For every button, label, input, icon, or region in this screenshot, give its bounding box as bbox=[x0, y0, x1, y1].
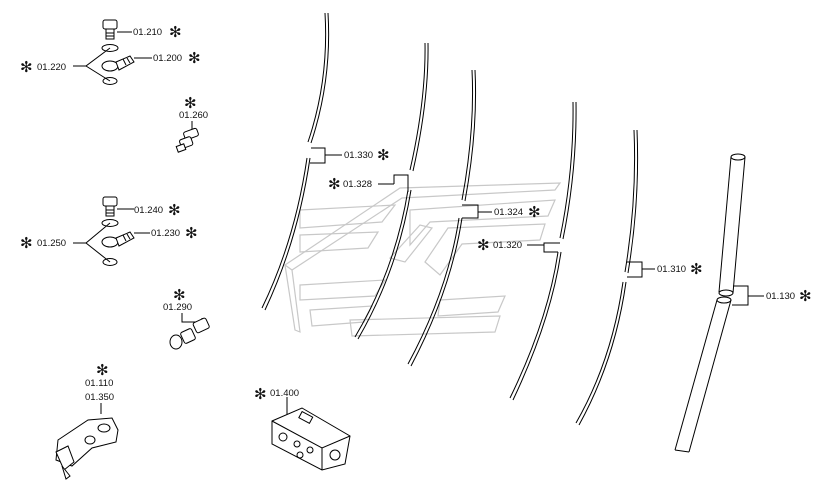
label-01-130: 01.130 bbox=[766, 291, 795, 302]
asterisk-01-260: ✻ bbox=[184, 94, 197, 112]
asterisk-01-220: ✻ bbox=[20, 58, 33, 76]
label-01-310: 01.310 bbox=[657, 264, 686, 275]
label-01-220: 01.220 bbox=[37, 62, 66, 73]
asterisk-01-320: ✻ bbox=[477, 236, 490, 254]
asterisk-01-328: ✻ bbox=[328, 175, 341, 193]
label-01-330: 01.330 bbox=[344, 150, 373, 161]
hose-01-328 bbox=[354, 42, 429, 340]
asterisk-01-250: ✻ bbox=[20, 234, 33, 252]
label-01-350: 01.350 bbox=[85, 392, 114, 403]
valve-block-01-400 bbox=[271, 397, 351, 471]
asterisk-01-310: ✻ bbox=[690, 260, 703, 278]
banjo-fitting-01-230 bbox=[101, 231, 135, 248]
banjo-bolt-01-240 bbox=[102, 196, 118, 217]
asterisk-01-240: ✻ bbox=[168, 201, 181, 219]
label-01-250: 01.250 bbox=[37, 238, 66, 249]
asterisk-01-230: ✻ bbox=[185, 224, 198, 242]
watermark-logo bbox=[283, 182, 562, 337]
asterisk-01-290: ✻ bbox=[173, 286, 186, 304]
banjo-bolt-01-210 bbox=[102, 19, 118, 40]
hose-01-324 bbox=[407, 69, 477, 367]
valve-body-01-350 bbox=[55, 403, 119, 480]
label-01-320: 01.320 bbox=[493, 240, 522, 251]
label-01-400: 01.400 bbox=[270, 388, 299, 399]
hose-01-330 bbox=[261, 12, 330, 311]
hose-01-130 bbox=[674, 153, 746, 453]
label-01-230: 01.230 bbox=[151, 228, 180, 239]
label-01-110: 01.110 bbox=[85, 378, 113, 389]
union-01-260 bbox=[175, 121, 199, 153]
hose-01-320 bbox=[509, 101, 577, 401]
label-01-290: 01.290 bbox=[163, 302, 192, 313]
asterisk-01-324: ✻ bbox=[528, 203, 541, 221]
union-01-290 bbox=[169, 313, 210, 350]
asterisk-01-210: ✻ bbox=[169, 23, 182, 41]
hose-01-310 bbox=[575, 129, 639, 426]
label-01-324: 01.324 bbox=[494, 207, 523, 218]
asterisk-01-110: ✻ bbox=[96, 361, 109, 379]
asterisk-01-200: ✻ bbox=[188, 49, 201, 67]
label-01-240: 01.240 bbox=[134, 205, 163, 216]
asterisk-01-400: ✻ bbox=[254, 385, 267, 403]
banjo-fitting-01-200 bbox=[101, 55, 135, 72]
label-01-210: 01.210 bbox=[133, 27, 162, 38]
asterisk-01-130: ✻ bbox=[799, 287, 812, 305]
asterisk-01-330: ✻ bbox=[377, 146, 390, 164]
label-01-328: 01.328 bbox=[343, 179, 372, 190]
label-01-260: 01.260 bbox=[179, 110, 208, 121]
label-01-200: 01.200 bbox=[153, 53, 182, 64]
